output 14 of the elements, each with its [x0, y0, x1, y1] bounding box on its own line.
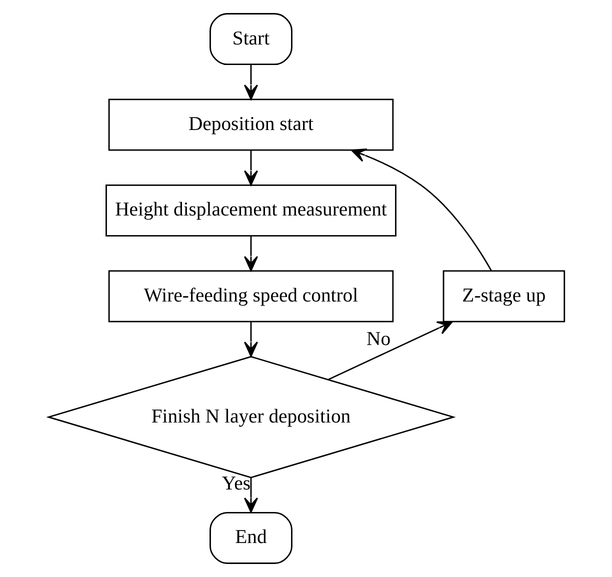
arrow — [243, 64, 258, 100]
node-box: Wire-feeding speed control — [108, 270, 394, 322]
node-box: Start — [209, 13, 292, 66]
arrow — [327, 321, 452, 380]
node-box: Height displacement measurement — [105, 184, 396, 236]
node-box: Z-stage up — [442, 270, 565, 322]
arrow — [243, 478, 258, 513]
node-box: End — [209, 512, 292, 564]
node-box: Deposition start — [108, 98, 394, 151]
arrow — [243, 150, 258, 186]
edge-label: No — [366, 328, 390, 350]
arrow — [350, 148, 492, 271]
arrow — [243, 322, 258, 357]
arrow — [243, 236, 258, 272]
